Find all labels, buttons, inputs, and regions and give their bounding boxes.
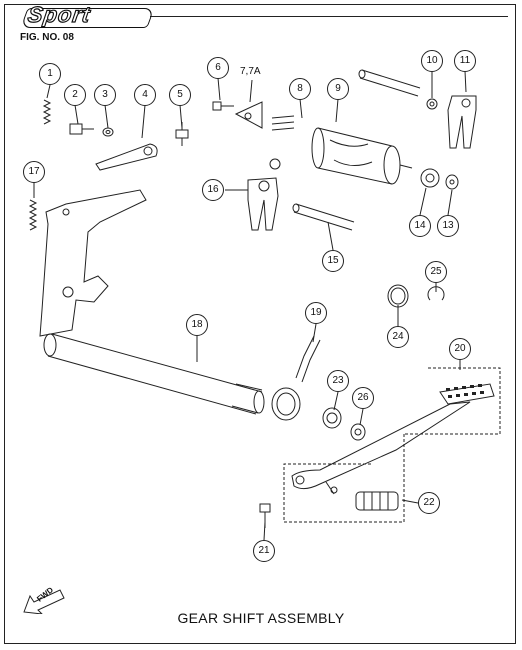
callout-2: 2 xyxy=(64,84,86,106)
callout-5: 5 xyxy=(169,84,191,106)
callout-18: 18 xyxy=(186,314,208,336)
callout-20: 20 xyxy=(449,338,471,360)
callout-1: 1 xyxy=(39,63,61,85)
diagram-title: GEAR SHIFT ASSEMBLY xyxy=(177,610,345,626)
callout-19: 19 xyxy=(305,302,327,324)
callout-25: 25 xyxy=(425,261,447,283)
callout-11: 11 xyxy=(454,50,476,72)
figure-frame xyxy=(4,4,516,644)
callout-4: 4 xyxy=(134,84,156,106)
callout-24: 24 xyxy=(387,326,409,348)
callout-22: 22 xyxy=(418,492,440,514)
callout-7-7a: 7,7A xyxy=(240,66,261,77)
callout-16: 16 xyxy=(202,179,224,201)
callout-14: 14 xyxy=(409,215,431,237)
callout-3: 3 xyxy=(94,84,116,106)
callout-13: 13 xyxy=(437,215,459,237)
callout-21: 21 xyxy=(253,540,275,562)
callout-10: 10 xyxy=(421,50,443,72)
callout-8: 8 xyxy=(289,78,311,100)
header-rule xyxy=(150,16,508,17)
callout-9: 9 xyxy=(327,78,349,100)
fwd-arrow-icon xyxy=(23,589,65,614)
figure-number: FIG. NO. 08 xyxy=(20,32,74,43)
callout-23: 23 xyxy=(327,370,349,392)
callout-26: 26 xyxy=(352,387,374,409)
callout-17: 17 xyxy=(23,161,45,183)
callout-15: 15 xyxy=(322,250,344,272)
callout-6: 6 xyxy=(207,57,229,79)
